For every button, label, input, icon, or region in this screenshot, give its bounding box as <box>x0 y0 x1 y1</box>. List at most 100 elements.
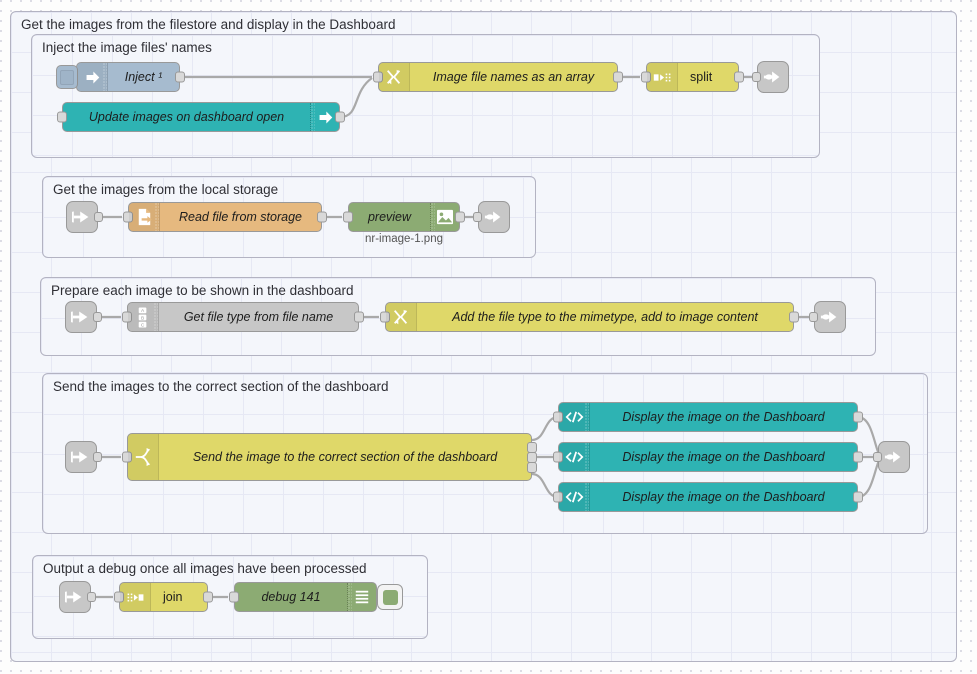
node-split-label: split <box>690 70 713 84</box>
node-link-out-3[interactable] <box>809 301 846 333</box>
node-template-3-label: Display the image on the Dashboard <box>622 490 825 504</box>
debug-bars-icon <box>347 583 376 611</box>
node-split-input-port[interactable] <box>641 71 651 83</box>
node-split[interactable]: split <box>641 62 744 92</box>
node-link-in-3[interactable] <box>65 301 102 333</box>
node-join-output-port[interactable] <box>203 591 213 603</box>
ui-event-arrow-icon <box>310 103 339 131</box>
node-inject-output-port[interactable] <box>175 71 185 83</box>
node-template-2[interactable]: Display the image on the Dashboard <box>553 442 863 472</box>
node-link-out-4[interactable] <box>873 441 910 473</box>
node-read-file-input-port[interactable] <box>123 211 133 223</box>
node-get-file-type-output-port[interactable] <box>354 311 364 323</box>
link-out-icon <box>820 311 837 323</box>
join-icon <box>120 583 151 611</box>
node-link-in-4-output-port[interactable] <box>93 452 102 462</box>
node-add-mimetype-output-port[interactable] <box>789 311 799 323</box>
link-in-icon <box>71 311 88 323</box>
group-inject-names[interactable]: Inject the image files' names <box>31 34 820 158</box>
node-template-1-label: Display the image on the Dashboard <box>622 410 825 424</box>
group-debug-output-label: Output a debug once all images have been… <box>43 561 367 576</box>
svg-text:B: B <box>140 315 143 321</box>
node-link-in-2-output-port[interactable] <box>94 212 103 222</box>
code-template-icon <box>559 443 590 471</box>
node-link-in-5[interactable] <box>59 581 96 613</box>
node-link-in-5-output-port[interactable] <box>87 592 96 602</box>
node-switch-output-port-3[interactable] <box>527 462 537 473</box>
node-get-file-type[interactable]: A B C Get file type from file name <box>122 302 364 332</box>
node-dashboard-open-input-port[interactable] <box>57 111 67 123</box>
group-send-section-label: Send the images to the correct section o… <box>53 379 389 394</box>
node-preview-label: preview <box>367 210 412 224</box>
node-template-1-input-port[interactable] <box>553 411 563 423</box>
image-preview-icon <box>430 203 459 231</box>
node-debug-input-port[interactable] <box>229 591 239 603</box>
inject-trigger-button[interactable] <box>56 65 78 89</box>
node-join-label: join <box>163 590 183 604</box>
function-icon <box>386 303 417 331</box>
node-preview[interactable]: preview <box>343 202 465 232</box>
node-template-1[interactable]: Display the image on the Dashboard <box>553 402 863 432</box>
svg-text:C: C <box>140 322 144 328</box>
change-abc-icon: A B C <box>128 303 159 331</box>
node-add-mimetype-input-port[interactable] <box>380 311 390 323</box>
link-in-icon <box>72 211 89 223</box>
node-template-2-output-port[interactable] <box>853 451 863 463</box>
file-read-icon <box>129 203 160 231</box>
node-preview-sublabel: nr-image-1.png <box>365 233 443 245</box>
node-read-file[interactable]: Read file from storage <box>123 202 327 232</box>
node-add-mimetype[interactable]: Add the file type to the mimetype, add t… <box>380 302 799 332</box>
node-join-input-port[interactable] <box>114 591 124 603</box>
node-join[interactable]: join <box>114 582 213 612</box>
node-link-out-1[interactable] <box>752 61 789 93</box>
node-switch-input-port[interactable] <box>122 451 132 463</box>
code-template-icon <box>559 403 590 431</box>
node-split-output-port[interactable] <box>734 71 744 83</box>
group-outer-label: Get the images from the filestore and di… <box>21 17 396 32</box>
node-image-array-function[interactable]: Image file names as an array <box>373 62 623 92</box>
node-link-out-4-input-port[interactable] <box>873 452 882 462</box>
node-link-out-2-input-port[interactable] <box>473 212 482 222</box>
node-template-3[interactable]: Display the image on the Dashboard <box>553 482 863 512</box>
node-preview-output-port[interactable] <box>455 211 465 223</box>
node-template-3-output-port[interactable] <box>853 491 863 503</box>
node-read-file-label: Read file from storage <box>179 210 302 224</box>
node-get-file-type-label: Get file type from file name <box>183 310 334 324</box>
node-link-out-1-input-port[interactable] <box>752 72 761 82</box>
node-preview-input-port[interactable] <box>343 211 353 223</box>
code-template-icon <box>559 483 590 511</box>
node-switch-label: Send the image to the correct section of… <box>192 450 498 464</box>
node-link-in-3-output-port[interactable] <box>93 312 102 322</box>
node-link-out-3-input-port[interactable] <box>809 312 818 322</box>
node-dashboard-open[interactable]: Update images on dashboard open <box>57 102 345 132</box>
node-read-file-output-port[interactable] <box>317 211 327 223</box>
node-switch-section[interactable]: Send the image to the correct section of… <box>122 433 537 481</box>
debug-toggle-button[interactable] <box>377 584 403 610</box>
function-icon <box>379 63 410 91</box>
node-add-mimetype-label: Add the file type to the mimetype, add t… <box>452 310 758 324</box>
node-image-array-output-port[interactable] <box>613 71 623 83</box>
group-inject-names-label: Inject the image files' names <box>42 40 212 55</box>
node-link-in-4[interactable] <box>65 441 102 473</box>
split-icon <box>647 63 678 91</box>
node-template-3-input-port[interactable] <box>553 491 563 503</box>
node-inject-label: Inject ¹ <box>124 70 163 84</box>
link-in-icon <box>71 451 88 463</box>
svg-text:A: A <box>140 308 144 314</box>
node-dashboard-open-output-port[interactable] <box>335 111 345 123</box>
inject-arrow-icon <box>77 63 108 91</box>
node-debug[interactable]: debug 141 <box>229 582 403 612</box>
node-template-1-output-port[interactable] <box>853 411 863 423</box>
node-inject[interactable]: Inject ¹ <box>56 62 185 92</box>
node-template-2-input-port[interactable] <box>553 451 563 463</box>
group-local-storage-label: Get the images from the local storage <box>53 182 279 197</box>
node-link-out-2[interactable] <box>473 201 510 233</box>
node-image-array-input-port[interactable] <box>373 71 383 83</box>
link-in-icon <box>65 591 82 603</box>
node-link-in-2[interactable] <box>66 201 103 233</box>
link-out-icon <box>884 451 901 463</box>
group-prepare-image-label: Prepare each image to be shown in the da… <box>51 283 354 298</box>
node-get-file-type-input-port[interactable] <box>122 311 132 323</box>
node-template-2-label: Display the image on the Dashboard <box>622 450 825 464</box>
